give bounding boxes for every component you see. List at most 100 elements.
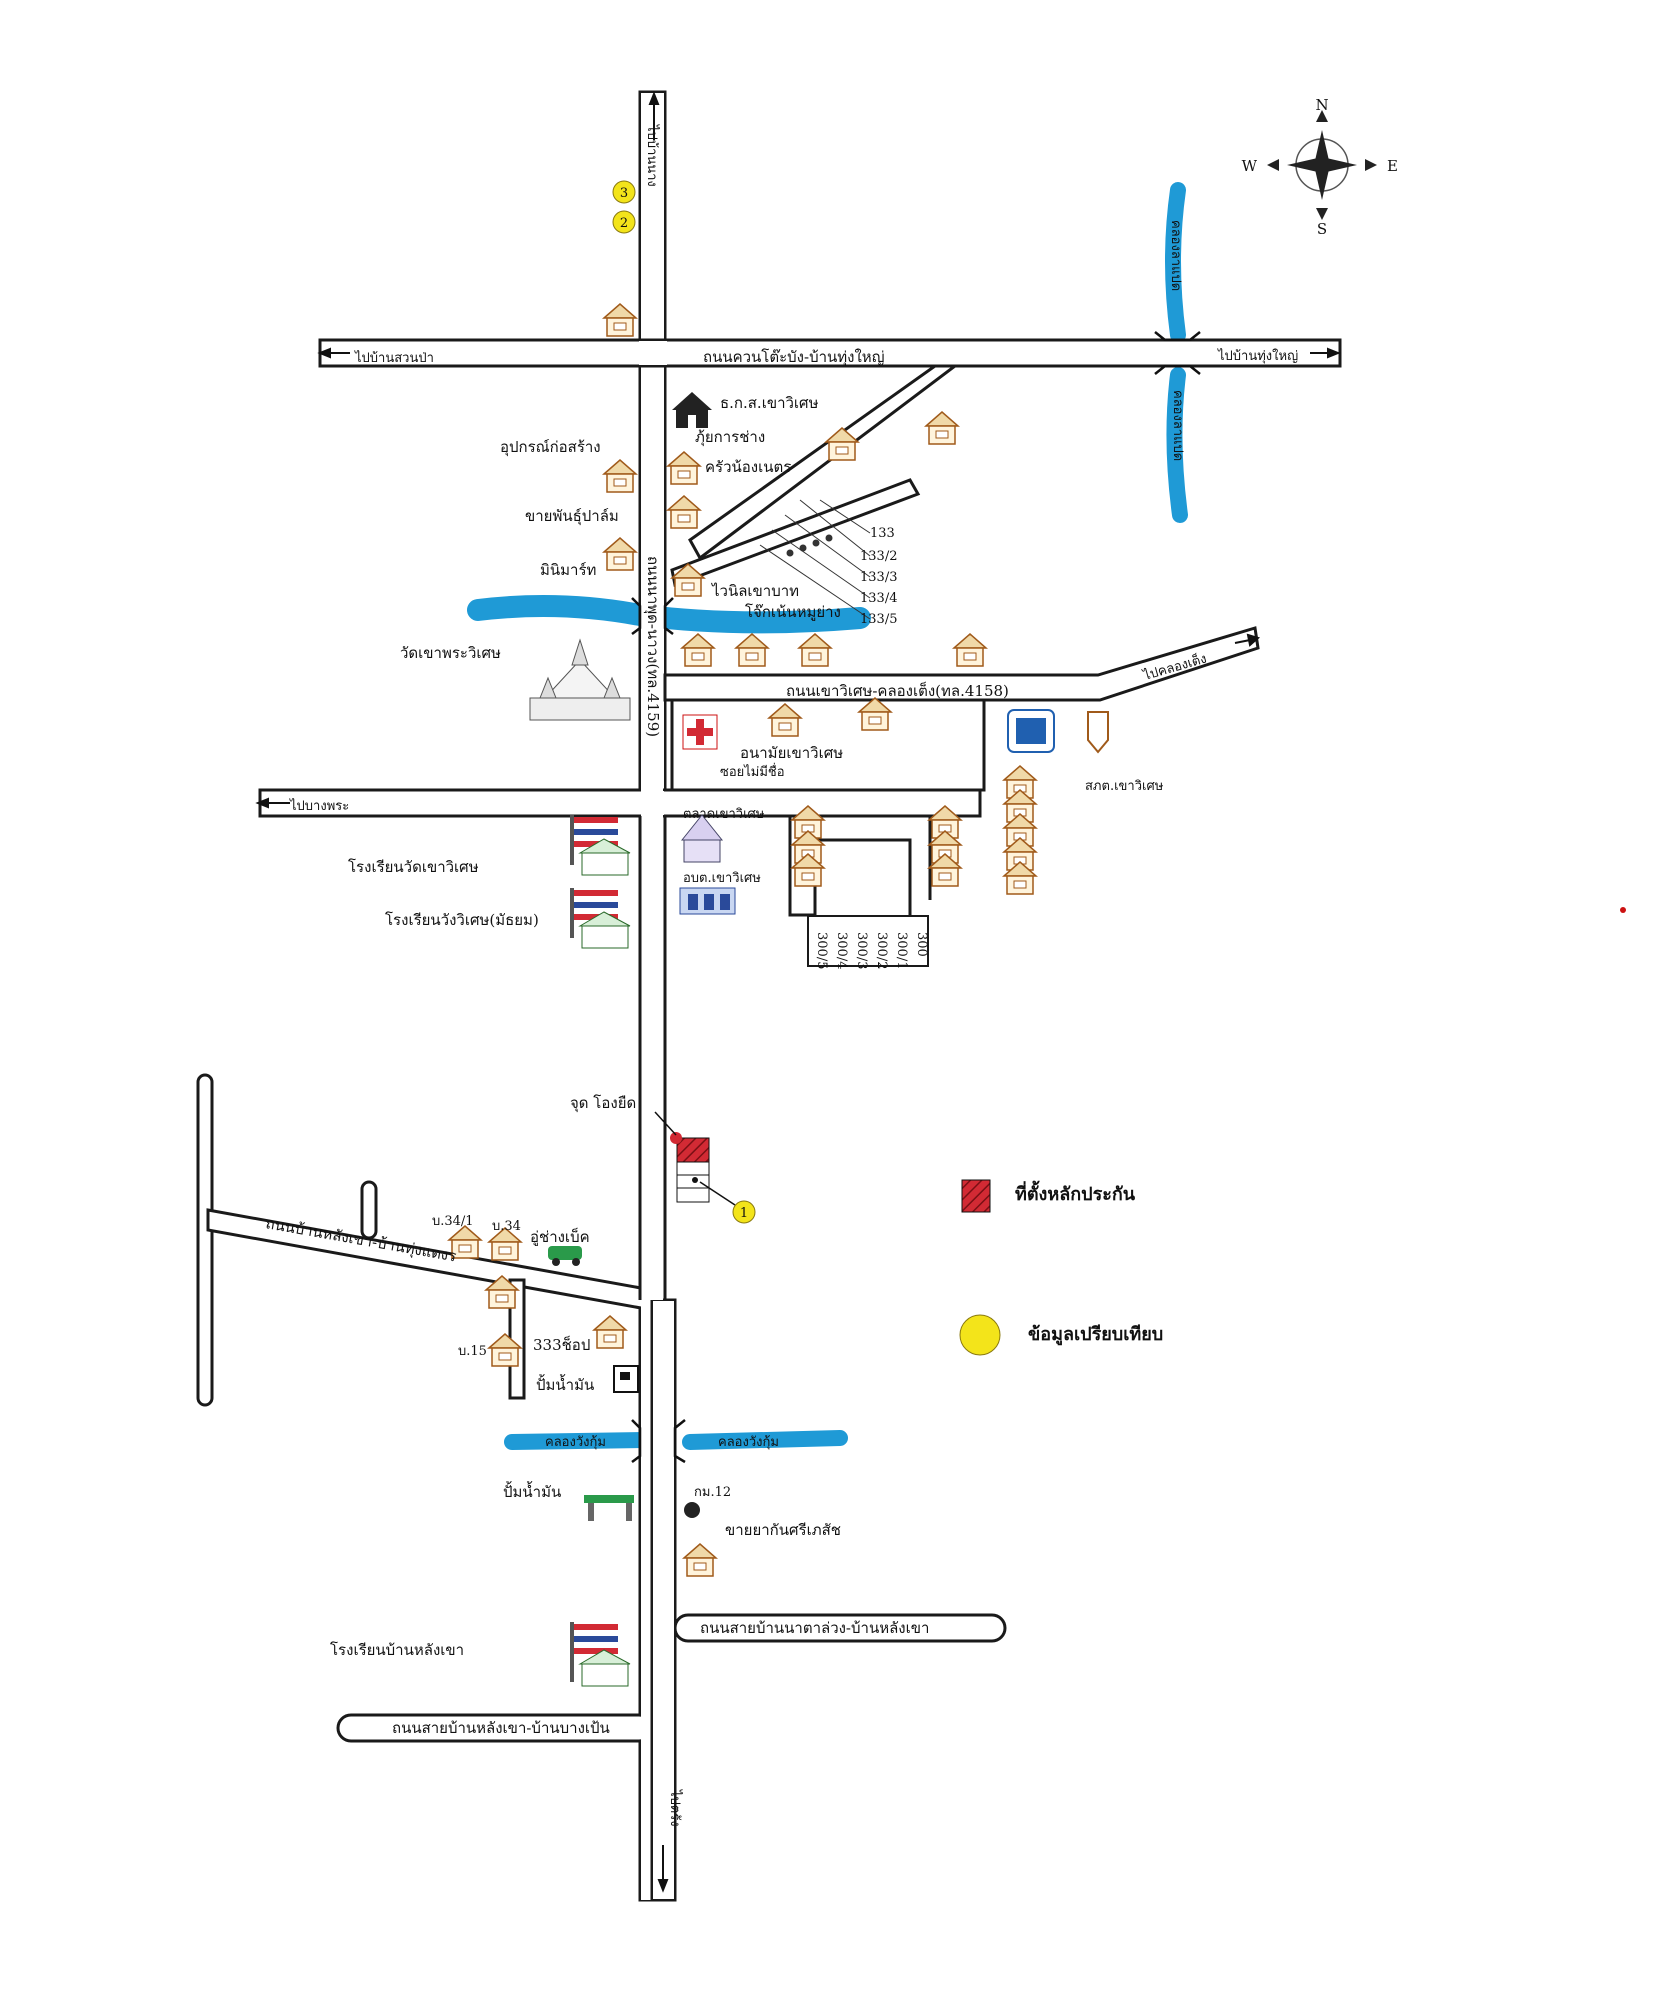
top-east-label: ไปบ้านทุ่งใหญ่ — [1217, 348, 1298, 364]
compass-icon: N S W E — [1242, 96, 1398, 238]
tao-office-icon — [679, 887, 736, 915]
lot-0: 300/5 — [814, 932, 829, 969]
wang-kum-canal-left — [504, 1432, 653, 1450]
shop-333-label: 333ช็อป — [533, 1335, 590, 1354]
road-labels: ไปบ้านนาง ถนนควนโต๊ะบัง-บ้านทุ่งใหญ่ ไปบ… — [264, 124, 1298, 1827]
marker-2 — [612, 210, 636, 234]
health-sub-label: ซอยไม่มีชื่อ — [720, 763, 785, 780]
temple-icon — [529, 638, 631, 721]
west-road — [196, 1073, 214, 1407]
gas1-label: ปั้มน้ำมัน — [536, 1374, 594, 1394]
gas2-label: ปั้มน้ำมัน — [503, 1481, 561, 1501]
tool-shop-label: ภุ้ยการช่าง — [695, 428, 765, 447]
north-canal-lower — [1166, 367, 1188, 523]
addr-0: 133 — [870, 526, 895, 541]
south-dir-label: ไปตรัง — [667, 1789, 683, 1827]
house-34-1-label: บ.34/1 — [432, 1214, 474, 1229]
legend-comparison-label: ข้อมูลเปรียบเทียบ — [1028, 1324, 1163, 1346]
noodle-label: โจ๊กเน้นหมูย่าง — [745, 603, 841, 621]
north-canal-upper — [1165, 182, 1186, 343]
car-icon — [548, 1246, 582, 1266]
marker-1-label: 1 — [740, 1206, 748, 1221]
canal-north-2: คลองลาแปด — [1170, 390, 1185, 461]
compass-e: E — [1387, 157, 1398, 175]
school2-label: โรงเรียนวังวิเศษ(มัธยม) — [385, 911, 539, 929]
marker-1 — [732, 1200, 756, 1224]
compass-w: W — [1242, 157, 1258, 175]
legend: ที่ตั้งหลักประกัน ข้อมูลเปรียบเทียบ — [959, 1179, 1163, 1356]
collateral-site-marker — [654, 1111, 736, 1206]
police-icon — [1007, 709, 1109, 754]
police-label: สภต.เขาวิเศษ — [1085, 779, 1164, 794]
health-center-icon — [682, 714, 718, 750]
km-marker-icon — [684, 1502, 700, 1518]
address-lines — [759, 499, 871, 620]
top-west-label: ไปบ้านสวนป่า — [354, 350, 434, 366]
top-road — [318, 338, 1342, 368]
temple-label: วัดเขาพระวิเศษ — [400, 644, 501, 662]
vinyl-label: ไวนิลเขาบาท — [711, 582, 799, 600]
khao-wiset-road — [663, 626, 1260, 702]
house-34-label: บ.34 — [492, 1219, 521, 1234]
bang-pen-road-label: ถนนสายบ้านหลังเขา-บ้านบางเป้น — [392, 1719, 610, 1737]
canal-labels: คลองลาแปด คลองลาแปด คลองวังกุ้ม คลองวังก… — [545, 220, 1185, 1450]
health-label: อนามัยเขาวิเศษ — [740, 744, 843, 762]
gas-station-icon — [584, 1365, 639, 1521]
compass-s: S — [1317, 220, 1327, 238]
na-ta-road-label: ถนนสายบ้านนาตาล่วง-บ้านหลังเขา — [700, 1619, 929, 1637]
legend-collateral-label: ที่ตั้งหลักประกัน — [1015, 1180, 1136, 1205]
bank-icon — [672, 392, 712, 428]
garage-label: อู่ช่างเบ็ค — [530, 1227, 590, 1246]
addr-3: 133/4 — [860, 591, 897, 606]
lots-block — [807, 915, 929, 967]
minimart-label: มินิมาร์ท — [540, 561, 596, 579]
tao-label: อบต.เขาวิเศษ — [683, 871, 761, 886]
wang-kum-canal-right — [682, 1430, 848, 1450]
tools-label: อุปกรณ์ก่อสร้าง — [500, 438, 601, 457]
legend-collateral-swatch — [961, 1179, 991, 1213]
market-label: ตลาดเขาวิเศษ — [683, 807, 765, 822]
top-road-label: ถนนควนโต๊ะบัง-บ้านทุ่งใหญ่ — [703, 348, 884, 367]
lot-1: 300/4 — [834, 932, 849, 969]
lot-3: 300/2 — [874, 932, 889, 969]
agri-label: ขายยากันศรีเภสัช — [725, 1521, 841, 1539]
bang-phra-label: ไปบางพระ — [289, 798, 349, 814]
legend-comparison-swatch — [959, 1314, 1001, 1356]
lot-4: 300/1 — [894, 932, 909, 969]
addr-4: 133/5 — [860, 612, 897, 627]
market-icon — [680, 814, 724, 863]
canal-north-1: คลองลาแปด — [1168, 220, 1183, 291]
marker-2-label: 2 — [620, 216, 628, 231]
baac-label: ธ.ก.ส.เขาวิเศษ — [720, 394, 819, 412]
main-road-label: ถนนนาพุด-นาวง(ทล.4159) — [643, 556, 662, 737]
bridges — [631, 331, 1201, 1464]
landmark-label: จุด โองยืด — [570, 1094, 636, 1113]
canal-wang-kum-right: คลองวังกุ้ม — [718, 1435, 779, 1450]
school1-label: โรงเรียนวัดเขาวิเศษ — [348, 858, 479, 876]
roads — [196, 90, 1342, 1902]
place-labels: ธ.ก.ส.เขาวิเศษ อุปกรณ์ก่อสร้าง ภุ้ยการช่… — [330, 394, 1164, 1659]
school3-label: โรงเรียนบ้านหลังเขา — [330, 1641, 464, 1659]
bang-phra-road — [258, 788, 982, 818]
comparison-markers: 1 2 3 — [612, 180, 756, 1224]
km-label: กม.12 — [694, 1485, 731, 1500]
canal-wang-kum-left: คลองวังกุ้ม — [545, 1435, 606, 1450]
marker-3 — [612, 180, 636, 204]
address-numbers: 133 133/2 133/3 133/4 133/5 300/5 300/4 … — [814, 526, 929, 969]
addr-1: 133/2 — [860, 549, 897, 564]
marker-3-label: 3 — [620, 186, 628, 201]
house-15-label: บ.15 — [458, 1344, 487, 1359]
compass-n: N — [1315, 96, 1328, 114]
khao-wiset-road-label: ถนนเขาวิเศษ-คลองเต็ง(ทล.4158) — [786, 681, 1009, 700]
direction-arrows — [255, 91, 1341, 1893]
diagonal-road — [688, 364, 960, 561]
north-dir-label: ไปบ้านนาง — [644, 124, 660, 187]
lot-5: 300 — [914, 932, 929, 957]
inner-diagonal-road — [670, 478, 921, 588]
plant-label: ขายพันธุ์ปาล์ม — [525, 507, 619, 526]
school-icon — [570, 815, 631, 1687]
lot-2: 300/3 — [854, 932, 869, 969]
kitchen-label: ครัวน้องเนตร — [705, 458, 791, 476]
addr-2: 133/3 — [860, 570, 897, 585]
